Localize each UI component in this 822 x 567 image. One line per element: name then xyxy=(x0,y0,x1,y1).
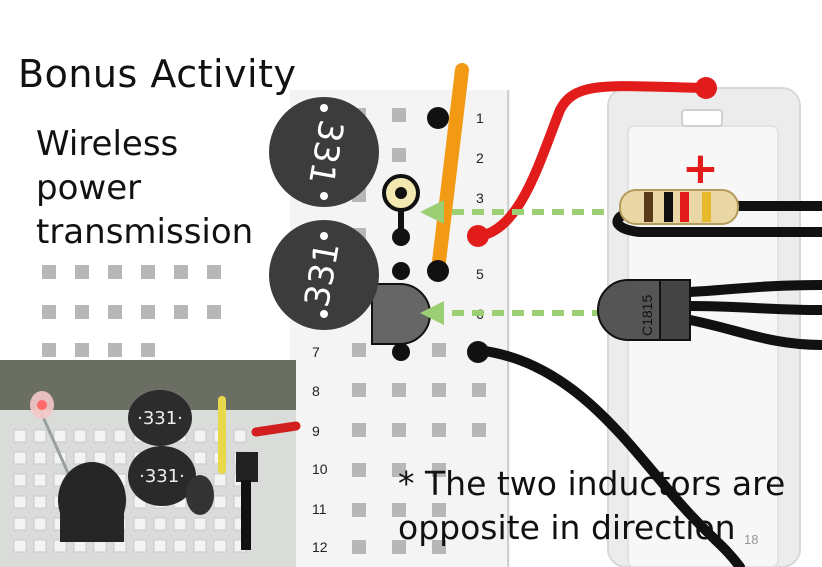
red-wire-end-bottom xyxy=(467,225,489,247)
row-label-7: 7 xyxy=(312,344,320,360)
resistor xyxy=(619,189,739,225)
subtitle-line-3: transmission xyxy=(36,212,254,252)
inductor-bottom: 331 xyxy=(269,220,379,330)
footnote: * The two inductors are opposite in dire… xyxy=(398,462,785,550)
page-title: Bonus Activity xyxy=(18,52,297,96)
page-number: 18 xyxy=(744,532,759,547)
transistor-c1815: C1815 xyxy=(597,279,691,341)
page-subtitle: Wireless power transmission xyxy=(36,122,266,254)
row-label-8: 8 xyxy=(312,383,320,399)
pin-dots xyxy=(392,107,489,363)
footnote-line-2: opposite in direction xyxy=(398,508,736,547)
row-label-10: 10 xyxy=(312,461,328,477)
polarity-plus: + xyxy=(682,143,719,194)
svg-text:·331·: ·331· xyxy=(137,408,183,429)
row-label-3: 3 xyxy=(476,190,484,206)
breadboard-holes-left xyxy=(42,265,221,357)
breadboard-photo: ·331· ·331· xyxy=(0,360,301,567)
row-label-11: 11 xyxy=(312,501,327,517)
row-label-5: 5 xyxy=(476,266,484,282)
orange-jumper xyxy=(431,63,469,277)
red-wire-end-top xyxy=(695,77,717,99)
row-label-9: 9 xyxy=(312,423,320,439)
row-label-12: 12 xyxy=(312,539,328,555)
subtitle-line-2: power xyxy=(36,168,142,208)
transistor-breadboard xyxy=(371,283,431,345)
inductor-top: 331 xyxy=(269,97,379,207)
footnote-line-1: * The two inductors are xyxy=(398,464,786,503)
row-label-2: 2 xyxy=(476,150,484,166)
green-arrows xyxy=(420,200,604,325)
transistor-label: C1815 xyxy=(639,295,655,336)
row-label-1: 1 xyxy=(476,110,484,126)
subtitle-line-1: Wireless xyxy=(36,124,179,164)
svg-text:·331·: ·331· xyxy=(139,466,185,487)
red-wire xyxy=(473,81,711,241)
